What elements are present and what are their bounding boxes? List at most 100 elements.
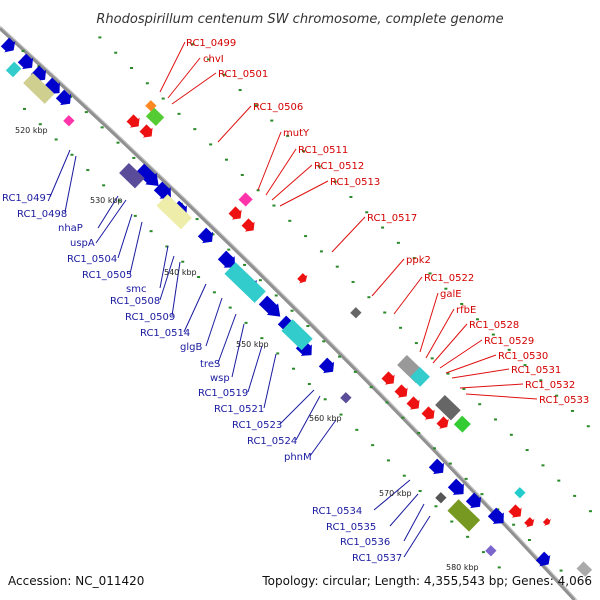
callout-line xyxy=(129,221,143,275)
gc-dot xyxy=(209,143,213,146)
blue-gene-labels: RC1_0497 RC1_0498 nhaP uspA RC1_0504 RC1… xyxy=(2,193,402,564)
gc-dot xyxy=(512,523,516,526)
gc-dot xyxy=(371,444,375,447)
gene-block-purple-shape xyxy=(340,392,352,404)
gene-label: RC1_0535 xyxy=(326,522,376,533)
gene-label: RC1_0506 xyxy=(253,102,303,113)
callout-line xyxy=(465,393,538,400)
gc-dot xyxy=(193,128,197,131)
gc-dot xyxy=(228,306,232,309)
gene-label: treS xyxy=(200,359,220,370)
gene-label: RC1_0512 xyxy=(314,161,364,172)
forward-gene-arrow xyxy=(542,517,551,526)
gene-label: RC1_0509 xyxy=(125,312,175,323)
gc-dot xyxy=(307,383,311,386)
gc-dot xyxy=(254,104,258,107)
gene-block-green-shape xyxy=(453,415,471,433)
gene-label: RC1_0497 xyxy=(2,193,52,204)
callout-line xyxy=(393,276,423,315)
forward-gene-arrow-shape xyxy=(228,206,242,220)
gene-block-cyan-shape xyxy=(5,61,22,78)
gc-dot xyxy=(434,505,438,508)
gc-dot xyxy=(191,43,195,46)
gc-dot xyxy=(177,112,181,115)
forward-gene-arrow xyxy=(381,371,395,385)
callout-line xyxy=(425,308,455,359)
gene-label: RC1_0524 xyxy=(247,436,297,447)
forward-gene-arrow xyxy=(297,273,308,284)
gc-dot xyxy=(102,184,106,187)
map-title: Rhodospirillum centenum SW chromosome, c… xyxy=(96,12,503,27)
gc-dot xyxy=(466,535,470,538)
gc-dot xyxy=(84,111,88,114)
gc-dot xyxy=(319,250,323,253)
gc-dot xyxy=(557,479,561,482)
reverse-gene-arrow-shape xyxy=(535,551,551,567)
callout-line xyxy=(64,155,77,213)
gc-dot xyxy=(539,379,543,382)
forward-gene-arrow-shape xyxy=(542,517,551,526)
gc-dot xyxy=(396,241,400,244)
gc-dot xyxy=(149,230,153,233)
callout-line xyxy=(231,323,245,378)
callout-line xyxy=(373,479,411,511)
callout-line xyxy=(295,395,321,441)
gc-dot xyxy=(494,418,498,421)
callout-line xyxy=(439,339,483,369)
gene-callouts xyxy=(49,41,538,558)
gene-block-grey xyxy=(576,561,593,577)
gene-block-grey xyxy=(350,307,362,319)
callout-line xyxy=(217,105,252,143)
gene-label: RC1_0514 xyxy=(140,328,190,339)
forward-gene-arrow-shape xyxy=(126,114,140,128)
gene-label: RC1_0504 xyxy=(67,254,117,265)
gene-block-purple xyxy=(340,392,352,404)
gene-label: RC1_0513 xyxy=(330,177,380,188)
forward-gene-arrow-shape xyxy=(297,273,308,284)
gc-dot xyxy=(444,287,448,290)
gene-block-grey-shape xyxy=(435,394,461,421)
gc-dot xyxy=(381,226,385,229)
gene-label: RC1_0523 xyxy=(232,420,282,431)
gc-dot xyxy=(476,318,480,321)
gene-label: RC1_0521 xyxy=(214,404,264,415)
callout-line xyxy=(171,72,217,105)
gc-dot xyxy=(523,364,527,367)
gc-dot xyxy=(301,150,305,153)
gc-dot xyxy=(480,493,484,496)
callout-line xyxy=(49,149,71,198)
forward-gene-arrow xyxy=(524,517,535,528)
gc-dot xyxy=(195,218,199,221)
gc-dot xyxy=(385,401,389,404)
gc-dot xyxy=(323,398,327,401)
forward-gene-arrow-shape xyxy=(508,504,522,518)
forward-gene-arrow xyxy=(436,416,449,429)
gc-dot xyxy=(586,425,590,428)
kbp-label: 560 kbp xyxy=(309,414,342,423)
gene-block-cyan xyxy=(410,366,430,387)
gc-dot xyxy=(509,433,513,436)
forward-gene-arrow xyxy=(421,406,435,420)
gc-dot xyxy=(54,138,58,141)
reverse-gene-arrow-shape xyxy=(17,53,34,70)
gc-dot xyxy=(244,321,248,324)
gc-dot xyxy=(227,248,231,251)
gc-dot xyxy=(38,123,42,126)
forward-gene-arrow-shape xyxy=(436,416,449,429)
gc-dot xyxy=(286,134,290,137)
gc-dot xyxy=(243,263,247,266)
gc-dot xyxy=(272,204,276,207)
gene-label: RC1_0533 xyxy=(539,395,589,406)
gc-dot xyxy=(414,342,418,345)
forward-gene-arrow-shape xyxy=(421,406,435,420)
gene-label: RC1_0536 xyxy=(340,537,390,548)
forward-gene-arrow xyxy=(406,396,420,410)
gc-dot xyxy=(240,173,244,176)
forward-gene-arrow xyxy=(139,124,153,138)
gene-block-cyan xyxy=(281,319,313,351)
gc-dot xyxy=(197,276,201,279)
gc-dot xyxy=(133,214,137,217)
kbp-label: 570 kbp xyxy=(379,489,412,498)
gc-dot xyxy=(399,326,403,329)
gc-dot xyxy=(338,355,342,358)
